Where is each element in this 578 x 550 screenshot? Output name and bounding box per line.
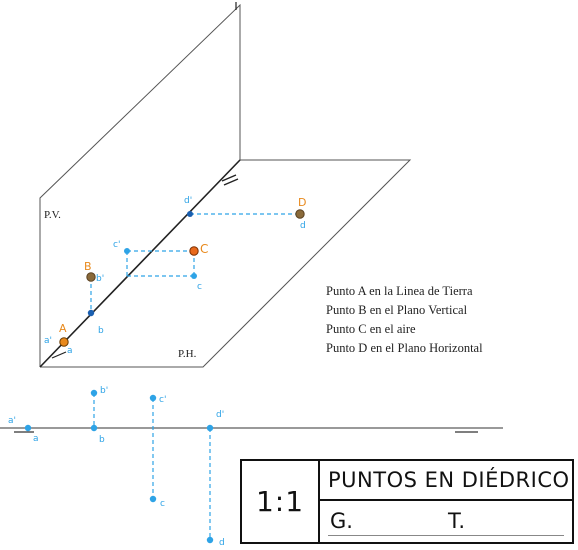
title-block-title: PUNTOS EN DIÉDRICO	[320, 461, 572, 501]
point-c-dot	[189, 246, 199, 256]
point-b-dot	[86, 272, 96, 282]
point-c-perspective: C c' c	[113, 240, 208, 292]
point-c-upper-dot	[124, 248, 130, 254]
title-block-name-initial: G.	[330, 509, 353, 533]
point-c-label: C	[200, 242, 208, 256]
point-b-upper-label: b'	[96, 274, 104, 284]
diedric-d-lower-label: d	[219, 538, 225, 548]
point-b-lower-dot	[87, 309, 95, 317]
diedric-c-upper-label: c'	[159, 395, 166, 405]
label-pv: P.V.	[44, 209, 61, 221]
diedric-a-lower-label: a	[33, 434, 39, 444]
point-a-lower-label: a	[67, 346, 73, 356]
point-d-upper-label: d'	[184, 196, 192, 206]
point-c-lower-dot	[191, 273, 197, 279]
point-d-upper-dot	[187, 211, 193, 217]
point-d-dot	[295, 209, 305, 219]
ground-line-perspective	[39, 159, 241, 368]
diedric-b-upper-label: b'	[100, 386, 108, 396]
diedric-b-lower-label: b	[99, 435, 105, 445]
title-block-name-underline	[328, 535, 564, 536]
diedric-b-upper-dot	[90, 389, 98, 397]
label-ph: P.H.	[178, 348, 197, 360]
point-c-lower-label: c	[197, 282, 202, 292]
point-a-label: A	[59, 322, 67, 335]
horizontal-plane-outline	[40, 159, 412, 368]
diedric-d-upper-label: d'	[216, 410, 224, 420]
point-b-perspective: B b' b	[84, 260, 104, 336]
diedric-point-b: b' b	[90, 386, 108, 445]
point-c-upper-label: c'	[113, 240, 120, 250]
title-block-name-row: G. T.	[320, 501, 572, 542]
point-b-lower-label: b	[98, 326, 104, 336]
point-a-upper-label: a'	[44, 336, 52, 346]
point-a-dot	[59, 337, 69, 347]
diedric-a-upper-label: a'	[8, 416, 16, 426]
diedric-point-c: c' c	[149, 394, 166, 509]
diedric-d-lower-dot	[206, 536, 214, 544]
diedric-c-upper-dot	[149, 394, 157, 402]
diedric-b-lower-dot	[90, 424, 98, 432]
diedric-d-upper-dot	[206, 424, 214, 432]
ground-line-mark-bottom	[51, 351, 67, 359]
diedric-c-lower-dot	[149, 495, 157, 503]
title-block: 1:1 PUNTOS EN DIÉDRICO G. T.	[240, 459, 574, 544]
vertical-plane-outline	[39, 3, 241, 367]
legend-line-d: Punto D en el Plano Horizontal	[326, 341, 483, 355]
diedric-point-a: a' a	[8, 416, 39, 444]
point-d-lower-label: d	[300, 221, 306, 231]
ground-line-mark-top	[221, 174, 237, 182]
point-d-label: D	[298, 196, 306, 209]
title-block-surname-initial: T.	[448, 509, 466, 533]
legend: Punto A en la Linea de Tierra Punto B en…	[326, 282, 483, 358]
diedric-a-dot	[24, 424, 32, 432]
point-b-label: B	[84, 260, 92, 273]
point-a-perspective: A a' a	[44, 322, 73, 356]
diedric-c-lower-label: c	[160, 499, 165, 509]
title-block-scale: 1:1	[242, 461, 320, 542]
legend-line-b: Punto B en el Plano Vertical	[326, 303, 468, 317]
legend-line-c: Punto C en el aire	[326, 322, 416, 336]
diedric-point-d: d' d	[206, 410, 225, 548]
point-d-perspective: D d' d	[184, 196, 306, 231]
legend-line-a: Punto A en la Linea de Tierra	[326, 284, 473, 298]
ground-line-mark-top-2	[223, 178, 239, 186]
